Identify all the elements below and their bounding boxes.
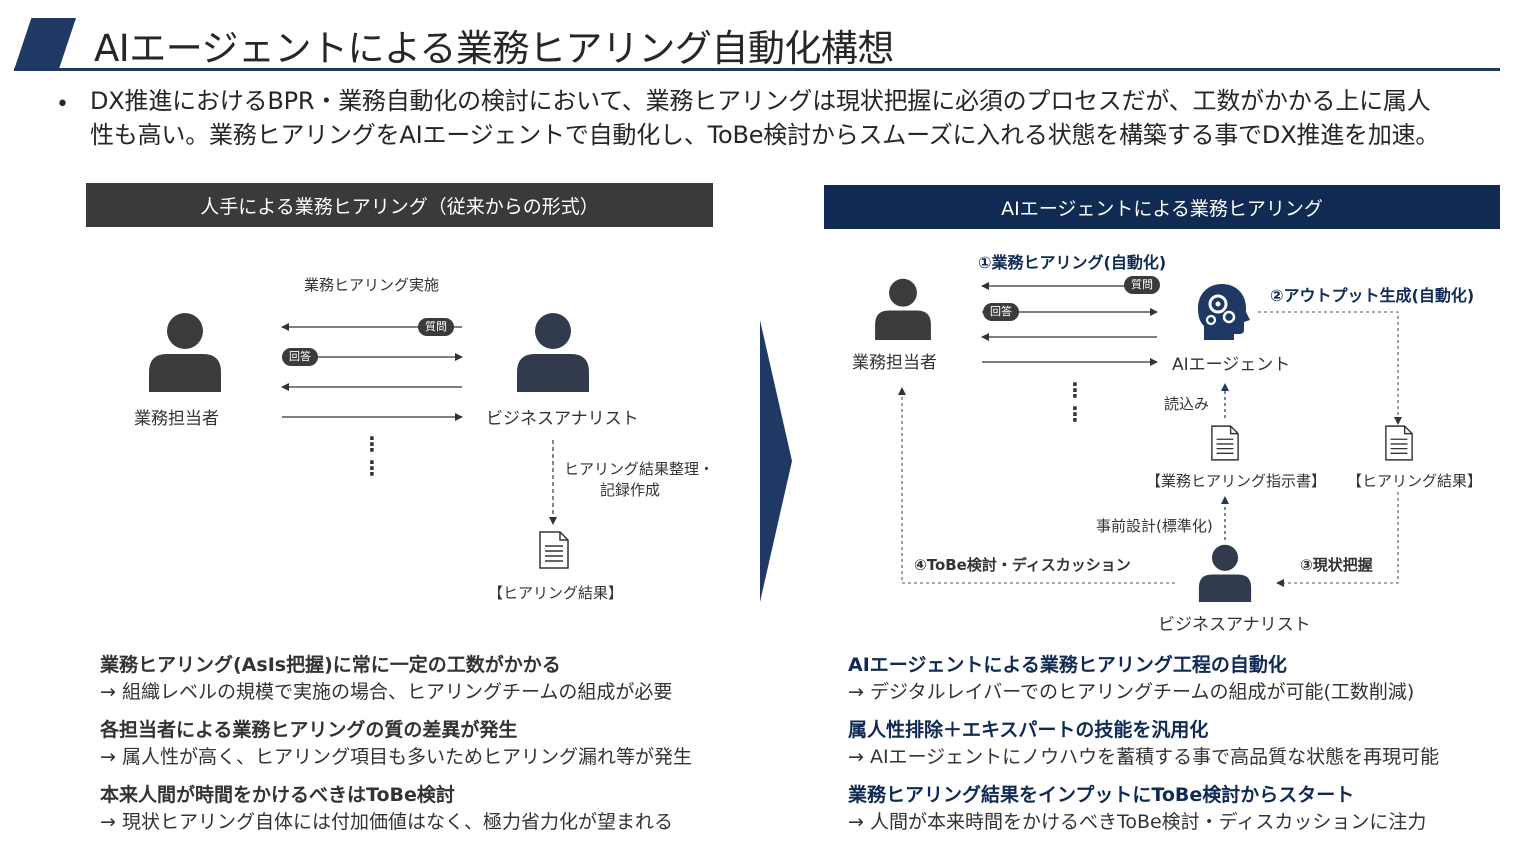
left-point-1-sub: → 組織レベルの規模で実施の場合、ヒアリングチームの組成が必要 xyxy=(100,681,673,703)
right-point-2-sub: → AIエージェントにノウハウを蓄積する事で高品質な状態を再現可能 xyxy=(848,746,1440,768)
step3-label: ③現状把握 xyxy=(1300,556,1373,574)
right-doc-result-label: 【ヒアリング結果】 xyxy=(1347,472,1483,490)
left-point-3-sub: → 現状ヒアリング自体には付加価値はなく、極力省力化が望まれる xyxy=(100,811,673,833)
pre-design-label: 事前設計(標準化) xyxy=(1096,517,1213,535)
left-point-2-head: 各担当者による業務ヒアリングの質の差異が発生 xyxy=(100,719,518,741)
right-pill-question: 質問 xyxy=(1124,276,1160,294)
summary-line-2: 性も高い。業務ヒアリングをAIエージェントで自動化し、ToBe検討からスムーズに… xyxy=(90,121,1440,149)
right-panel-header: AIエージェントによる業務ヒアリング xyxy=(824,185,1500,229)
left-person-label: 業務担当者 xyxy=(134,409,219,429)
person-icon xyxy=(149,313,221,392)
summary-line-1: DX推進におけるBPR・業務自動化の検討において、業務ヒアリングは現状把握に必須… xyxy=(90,87,1431,115)
step2-label: ②アウトプット生成(自動化) xyxy=(1270,286,1475,305)
left-point-2-sub: → 属人性が高く、ヒアリング項目も多いためヒアリング漏れ等が発生 xyxy=(100,746,692,768)
left-flow-title: 業務ヒアリング実施 xyxy=(304,276,440,294)
person-icon xyxy=(1198,544,1252,602)
right-pill-answer: 回答 xyxy=(983,303,1019,321)
right-point-1-head: AIエージェントによる業務ヒアリング工程の自動化 xyxy=(848,654,1287,676)
left-panel-header: 人手による業務ヒアリング（従来からの形式） xyxy=(86,183,713,227)
right-person-label: 業務担当者 xyxy=(852,353,937,373)
left-pill-answer: 回答 xyxy=(282,348,318,366)
instructions-doc-label: 【業務ヒアリング指示書】 xyxy=(1146,472,1327,490)
output-arrow xyxy=(1258,311,1402,425)
left-point-3-head: 本来人間が時間をかけるべきはToBe検討 xyxy=(100,784,455,806)
page-title: AIエージェントによる業務ヒアリング自動化構想 xyxy=(94,27,894,70)
title-underline xyxy=(14,68,1500,71)
ai-agent-label: AIエージェント xyxy=(1172,355,1291,375)
read-label: 読込み xyxy=(1164,395,1210,413)
right-analyst-label: ビジネスアナリスト xyxy=(1158,615,1311,635)
left-analyst-label: ビジネスアナリスト xyxy=(486,409,639,429)
right-point-3-head: 業務ヒアリング結果をインプットにToBe検討からスタート xyxy=(848,784,1355,806)
status-arrow xyxy=(1276,492,1399,587)
summary-bullet: DX推進におけるBPR・業務自動化の検討において、業務ヒアリングは現状把握に必須… xyxy=(90,84,1510,152)
process-label-line1: ヒアリング結果整理・ xyxy=(564,460,715,478)
step4-label: ④ToBe検討・ディスカッション xyxy=(914,556,1131,574)
document-icon xyxy=(1385,425,1413,461)
bullet-marker: • xyxy=(56,92,69,117)
tobe-arrow xyxy=(898,387,1175,584)
right-point-3-sub: → 人間が本来時間をかけるべきToBe検討・ディスカッションに注力 xyxy=(848,811,1427,833)
continuation-dots: ⋮⋮ xyxy=(362,432,382,480)
document-icon xyxy=(539,531,569,569)
left-point-1-head: 業務ヒアリング(AsIs把握)に常に一定の工数がかかる xyxy=(100,654,561,676)
left-doc-label: 【ヒアリング結果】 xyxy=(488,584,624,602)
right-point-2-head: 属人性排除＋エキスパートの技能を汎用化 xyxy=(848,719,1209,741)
person-icon xyxy=(517,313,589,392)
person-icon xyxy=(875,278,931,340)
continuation-dots: ⋮⋮ xyxy=(1065,378,1085,426)
right-point-1-sub: → デジタルレイバーでのヒアリングチームの組成が可能(工数削減) xyxy=(848,681,1415,703)
process-label-line2: 記録作成 xyxy=(600,481,661,499)
left-pill-question: 質問 xyxy=(418,318,454,336)
step1-label: ①業務ヒアリング(自動化) xyxy=(978,253,1167,272)
document-icon xyxy=(1211,425,1239,461)
ai-head-gear-icon xyxy=(1198,284,1250,340)
